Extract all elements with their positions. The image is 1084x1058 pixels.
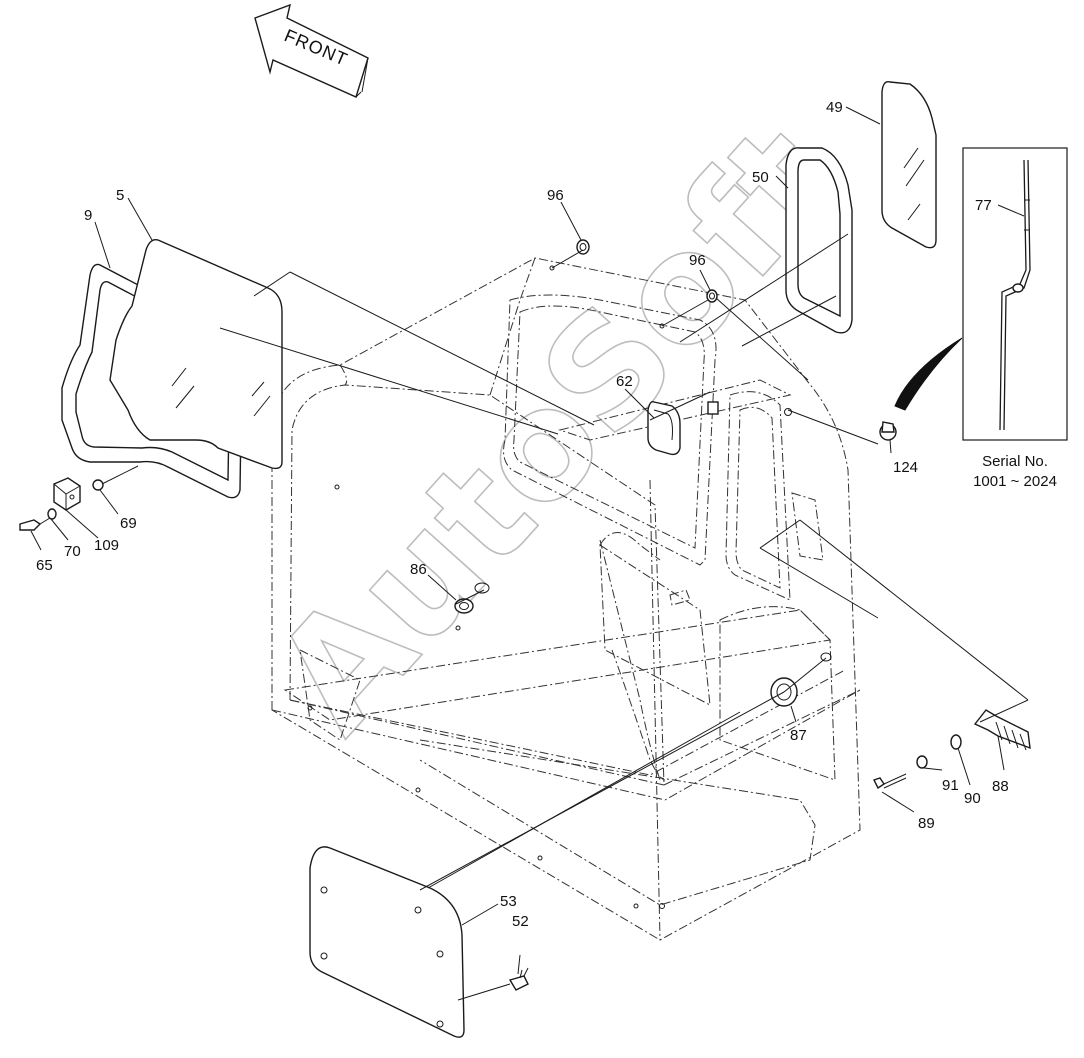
callout-69: 69 bbox=[120, 515, 137, 532]
antenna-inset: Serial No. 1001 ~ 2024 bbox=[962, 147, 1068, 490]
callout-91: 91 bbox=[942, 777, 959, 794]
latch-assembly-right bbox=[873, 709, 1031, 790]
side-window-glass bbox=[881, 81, 937, 249]
front-direction-arrow: FRONT bbox=[254, 3, 369, 98]
callout-53: 53 bbox=[500, 893, 517, 910]
callout-62: 62 bbox=[616, 373, 633, 390]
antenna-cap-part bbox=[879, 421, 897, 441]
callout-90: 90 bbox=[964, 790, 981, 807]
rear-panel-part bbox=[309, 846, 465, 1038]
callout-49: 49 bbox=[826, 99, 843, 116]
serial-range: 1001 ~ 2024 bbox=[973, 473, 1057, 490]
callout-86: 86 bbox=[410, 561, 427, 578]
grommet-part-a bbox=[576, 239, 590, 255]
callout-5: 5 bbox=[116, 187, 124, 204]
callout-labels: 5 9 49 50 52 53 62 65 69 70 77 86 87 88 … bbox=[36, 99, 1009, 930]
callout-52: 52 bbox=[512, 913, 529, 930]
callout-87: 87 bbox=[790, 727, 807, 744]
front-window-glass bbox=[109, 239, 283, 470]
callout-9: 9 bbox=[84, 207, 92, 224]
side-window-seal bbox=[785, 147, 853, 334]
fastener-part-52 bbox=[508, 967, 529, 991]
inset-pointer-arrow bbox=[894, 337, 963, 411]
callout-77: 77 bbox=[975, 197, 992, 214]
latch-assembly-left bbox=[19, 477, 104, 531]
grommet-part-b bbox=[706, 289, 718, 303]
callout-50: 50 bbox=[752, 169, 769, 186]
serial-label: Serial No. bbox=[982, 453, 1048, 470]
callout-65: 65 bbox=[36, 557, 53, 574]
callout-96-b: 96 bbox=[689, 252, 706, 269]
callout-70: 70 bbox=[64, 543, 81, 560]
inset-frame bbox=[962, 147, 1068, 441]
callout-89: 89 bbox=[918, 815, 935, 832]
callout-88: 88 bbox=[992, 778, 1009, 795]
callout-124: 124 bbox=[893, 459, 918, 476]
callout-109: 109 bbox=[94, 537, 119, 554]
leader-lines bbox=[30, 106, 1029, 1001]
handle-part bbox=[647, 400, 719, 456]
callout-96-a: 96 bbox=[547, 187, 564, 204]
